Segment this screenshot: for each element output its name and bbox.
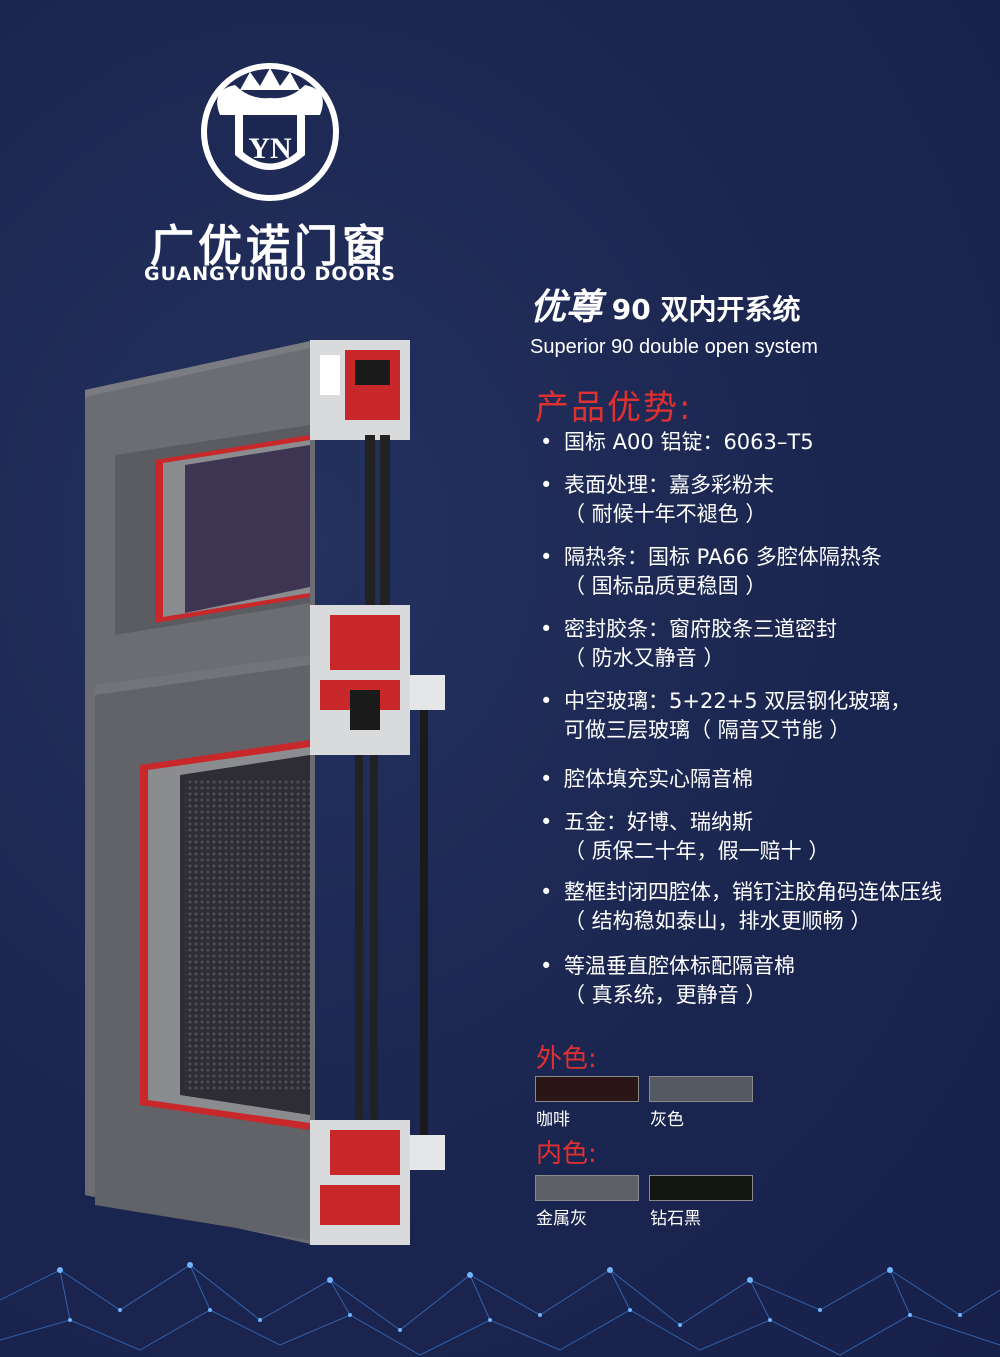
brand-name-en: GUANGYUNUO DOORS	[144, 263, 396, 285]
list-item: 整框封闭四腔体，销钉注胶角码连体压线（ 结构稳如泰山，排水更顺畅 ）	[540, 878, 1000, 936]
outer-color-title: 外色:	[536, 1044, 597, 1074]
list-item: 等温垂直腔体标配隔音棉（ 真系统，更静音 ）	[540, 952, 1000, 1010]
advantages-list: 国标 A00 铝锭：6063–T5 表面处理：嘉多彩粉末（ 耐候十年不褪色 ） …	[540, 428, 1000, 1010]
crown-shield-icon	[201, 63, 339, 201]
list-item: 中空玻璃：5+22+5 双层钢化玻璃，可做三层玻璃（ 隔音又节能 ）	[540, 687, 1000, 745]
product-title: 优尊 90 双内开系统	[530, 278, 990, 330]
list-item: 表面处理：嘉多彩粉末（ 耐候十年不褪色 ）	[540, 471, 1000, 529]
product-header: 优尊 90 双内开系统 Superior 90 double open syst…	[530, 278, 990, 359]
list-item: 密封胶条：窗府胶条三道密封（ 防水又静音 ）	[540, 615, 1000, 673]
brand-name-cn: 广优诺门窗	[150, 221, 390, 272]
product-title-rest: 90 双内开系统	[611, 293, 801, 326]
brand-logo: YN 广优诺门窗 GUANGYUNUO DOORS	[120, 60, 420, 290]
window-section-illustration	[85, 335, 455, 1255]
swatch-diamond-black	[649, 1175, 753, 1201]
swatch-label: 钻石黑	[650, 1209, 701, 1229]
logo-monogram: YN	[248, 132, 292, 165]
list-item: 腔体填充实心隔音棉	[540, 765, 1000, 794]
swatch-label: 灰色	[650, 1110, 684, 1130]
advantages-title: 产品优势:	[535, 388, 693, 428]
network-decoration	[0, 1262, 1000, 1356]
swatch-label: 金属灰	[536, 1209, 587, 1229]
inner-color-title: 内色:	[536, 1139, 597, 1169]
swatch-gray	[649, 1076, 753, 1102]
list-item: 国标 A00 铝锭：6063–T5	[540, 428, 1000, 457]
list-item: 隔热条：国标 PA66 多腔体隔热条（ 国标品质更稳固 ）	[540, 543, 1000, 601]
product-subtitle-en: Superior 90 double open system	[530, 336, 818, 358]
swatch-coffee	[535, 1076, 639, 1102]
list-item: 五金：好博、瑞纳斯（ 质保二十年，假一赔十 ）	[540, 808, 1000, 866]
product-title-prefix: 优尊	[530, 287, 603, 328]
swatch-metal-gray	[535, 1175, 639, 1201]
swatch-label: 咖啡	[536, 1110, 570, 1130]
